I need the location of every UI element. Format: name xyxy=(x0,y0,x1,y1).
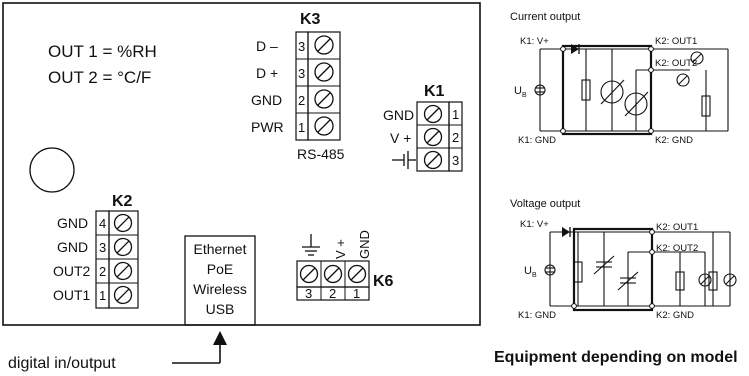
digital-arrow-icon xyxy=(172,331,227,364)
k3-label-4: PWR xyxy=(251,119,284,135)
k3-label-1: D – xyxy=(256,38,278,54)
current-k2-gnd: K2: GND xyxy=(655,135,693,146)
module-line-2: PoE xyxy=(207,261,233,277)
current-output-circuit xyxy=(534,44,729,136)
module-box xyxy=(184,235,256,326)
digital-label: digital in/output xyxy=(8,355,116,372)
current-k1-gnd: K1: GND xyxy=(518,135,556,146)
k2-num-2: 3 xyxy=(99,240,106,255)
voltage-k1-gnd: K1: GND xyxy=(518,310,556,321)
k6-num-2: 2 xyxy=(329,286,336,301)
current-diode-icon xyxy=(571,44,579,54)
k6-title: K6 xyxy=(373,273,394,290)
k6-top-label-2: V + xyxy=(333,239,348,259)
k3-num-4: 1 xyxy=(298,120,305,135)
k2-num-1: 4 xyxy=(99,216,106,231)
k3-num-3: 2 xyxy=(298,93,305,108)
k6-terminal-block xyxy=(296,260,370,301)
k2-terminal-block xyxy=(95,210,139,309)
k2-label-3: OUT2 xyxy=(53,263,91,279)
k1-num-2: 2 xyxy=(452,130,459,145)
voltage-diode-icon xyxy=(562,227,570,237)
k3-caption: RS-485 xyxy=(297,146,345,162)
voltage-title: Voltage output xyxy=(510,198,580,210)
k3-label-2: D + xyxy=(256,65,278,81)
k2-num-3: 2 xyxy=(99,264,106,279)
k3-title: K3 xyxy=(300,11,321,28)
k1-terminal-block xyxy=(416,101,463,172)
voltage-nodes xyxy=(571,229,655,309)
current-k2-out2: K2: OUT2 xyxy=(655,58,697,69)
ground-symbol-icon xyxy=(392,151,416,169)
current-k2-out1: K2: OUT1 xyxy=(655,36,697,47)
k2-label-1: GND xyxy=(57,215,88,231)
footer-note: Equipment depending on model xyxy=(494,349,738,366)
current-ub: U xyxy=(514,85,522,97)
voltage-k2-out1: K2: OUT1 xyxy=(656,222,698,233)
k3-terminal-block xyxy=(295,31,341,141)
k6-num-3: 3 xyxy=(305,286,312,301)
current-title: Current output xyxy=(510,11,580,23)
k1-num-3: 3 xyxy=(452,153,459,168)
module-line-4: USB xyxy=(206,301,235,317)
k1-label-1: GND xyxy=(383,107,414,123)
k2-num-4: 1 xyxy=(99,288,106,303)
k6-top-label-1: GND xyxy=(357,230,372,259)
voltage-k2-out2: K2: OUT2 xyxy=(656,243,698,254)
k3-num-1: 3 xyxy=(298,39,305,54)
k6-ground-icon xyxy=(302,234,320,256)
voltage-ub: U xyxy=(524,265,532,277)
k1-label-2: V + xyxy=(390,130,411,146)
sensor-circle xyxy=(29,147,75,193)
k3-label-3: GND xyxy=(251,92,282,108)
voltage-k1-vplus: K1: V+ xyxy=(520,219,549,230)
voltage-ub-sub: B xyxy=(532,272,537,279)
out1-line: OUT 1 = %RH xyxy=(48,42,157,61)
k2-label-2: GND xyxy=(57,239,88,255)
k1-num-1: 1 xyxy=(452,107,459,122)
k6-num-1: 1 xyxy=(353,286,360,301)
out2-line: OUT 2 = °C/F xyxy=(48,68,151,87)
current-nodes xyxy=(560,46,654,134)
k3-num-2: 3 xyxy=(298,66,305,81)
module-line-1: Ethernet xyxy=(194,241,247,257)
k2-title: K2 xyxy=(112,193,133,210)
voltage-output-circuit xyxy=(544,227,737,312)
k1-title: K1 xyxy=(424,83,445,100)
module-line-3: Wireless xyxy=(193,281,247,297)
current-k1-vplus: K1: V+ xyxy=(520,36,549,47)
current-ub-sub: B xyxy=(522,92,527,99)
voltage-k2-gnd: K2: GND xyxy=(656,310,694,321)
k2-label-4: OUT1 xyxy=(53,287,91,303)
